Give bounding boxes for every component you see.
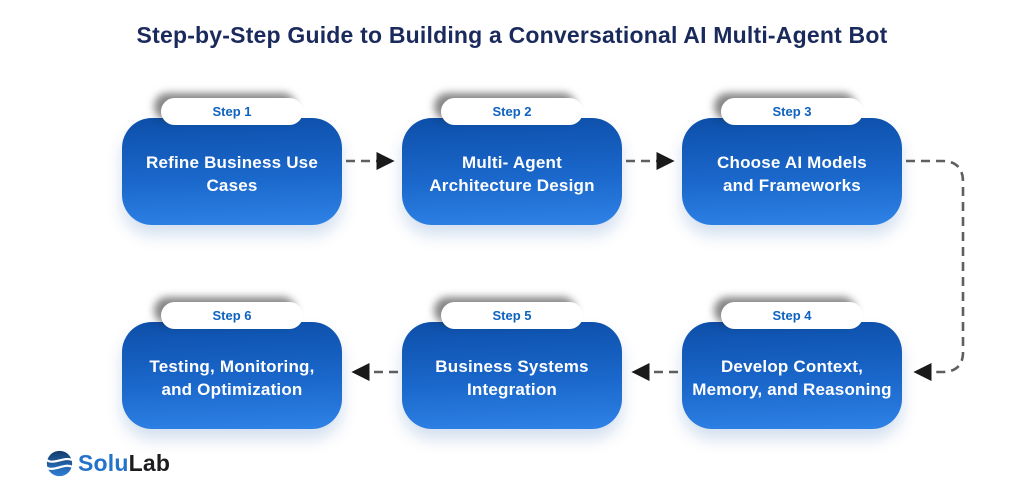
step-label-3: Choose AI Models and Frameworks [709,146,875,196]
step-label-3-line1: Choose AI Models [717,153,867,173]
step-label-4-line2: Memory, and Reasoning [692,379,892,399]
step-label-3-line2: and Frameworks [723,175,861,195]
logo-text: SoluLab [78,450,170,477]
step-label-5: Business Systems Integration [427,350,596,400]
logo-text-lab: Lab [128,450,171,476]
page-title: Step-by-Step Guide to Building a Convers… [136,22,888,48]
step-box-6: Step 6 Testing, Monitoring, and Optimiza… [122,302,342,429]
step-label-2-line1: Multi- Agent [462,153,562,173]
logo-text-solu: Solu [78,450,129,476]
step-label-5-line2: Integration [466,379,557,399]
step-badge-3: Step 3 [721,98,863,125]
step-box-5: Step 5 Business Systems Integration [402,302,622,429]
step-badge-4: Step 4 [721,302,863,329]
step-label-1: Refine Business Use Cases [138,146,326,196]
step-label-6-line2: and Optimization [161,379,303,399]
step-label-4: Develop Context, Memory, and Reasoning [684,350,899,400]
step-badge-5: Step 5 [441,302,583,329]
solulab-sphere-icon [46,450,73,477]
step-label-1-line1: Refine Business Use [146,153,318,173]
connector-step3-step4 [906,159,965,382]
step-box-2: Step 2 Multi- Agent Architecture Design [402,98,622,225]
step-box-1: Step 1 Refine Business Use Cases [122,98,342,225]
step-badge-1: Step 1 [161,98,303,125]
step-box-4: Step 4 Develop Context, Memory, and Reas… [682,302,902,429]
step-label-6: Testing, Monitoring, and Optimization [141,350,322,400]
step-label-2-line2: Architecture Design [429,175,595,195]
step-badge-2: Step 2 [441,98,583,125]
step-label-1-line2: Cases [206,175,258,195]
step-label-5-line1: Business Systems [435,357,589,377]
step-box-3: Step 3 Choose AI Models and Frameworks [682,98,902,225]
step-label-4-line1: Develop Context, [720,357,864,377]
step-label-6-line1: Testing, Monitoring, [149,357,315,377]
step-badge-6: Step 6 [161,302,303,329]
step-label-2: Multi- Agent Architecture Design [421,146,602,196]
solulab-logo: SoluLab [46,450,170,477]
